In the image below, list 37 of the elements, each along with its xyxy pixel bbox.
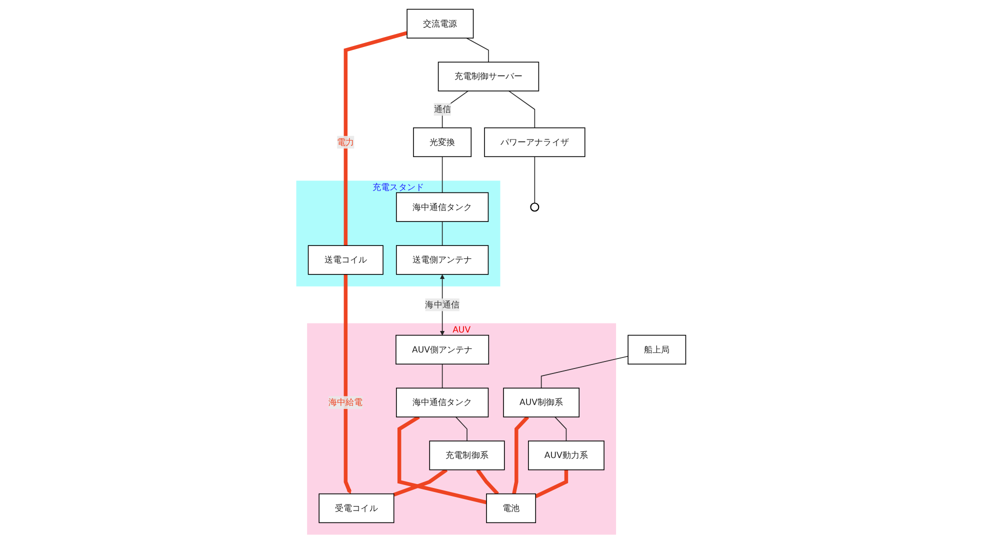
node-box: 交流電源: [406, 8, 474, 39]
arrow: [344, 274, 352, 494]
node-box: 充電制御サーバー: [438, 62, 540, 92]
connector: [554, 416, 567, 442]
node-box: 船上局: [628, 334, 686, 364]
edge-label: 通信: [434, 104, 451, 114]
node-box: 送電側アンテナ: [396, 245, 489, 275]
connector: [397, 415, 487, 504]
node-box: AUV側アンテナ: [396, 334, 490, 364]
connector: [442, 364, 443, 389]
connector: [442, 221, 443, 246]
edge-label: 海中給電: [328, 397, 363, 408]
connector: [540, 356, 628, 389]
connector: [534, 156, 536, 204]
connector: [455, 416, 468, 442]
connector: [466, 38, 489, 63]
node-circle: [530, 202, 540, 212]
node-box: 光変換: [413, 127, 472, 158]
connector: [508, 90, 536, 128]
node-box: 充電制御系: [429, 440, 505, 470]
connector: [512, 416, 530, 494]
connector: [393, 468, 448, 496]
node-box: 電池: [486, 493, 536, 524]
node-box: 受電コイル: [318, 493, 394, 524]
node-box: 送電コイル: [308, 245, 384, 275]
edge-label: 海中通信: [425, 300, 460, 310]
connector: [442, 156, 443, 194]
node-box: AUV制御系: [503, 388, 580, 418]
connector: [476, 468, 499, 496]
node-box: 海中通信タンク: [396, 388, 489, 418]
connector: [534, 470, 568, 498]
node-box: パワーアナライザ: [484, 127, 586, 158]
node-box: 海中通信タンク: [396, 192, 489, 222]
connector: [442, 90, 469, 128]
edge-label: 電力: [337, 136, 354, 148]
connector: [344, 31, 408, 246]
node-box: AUV動力系: [528, 440, 604, 470]
